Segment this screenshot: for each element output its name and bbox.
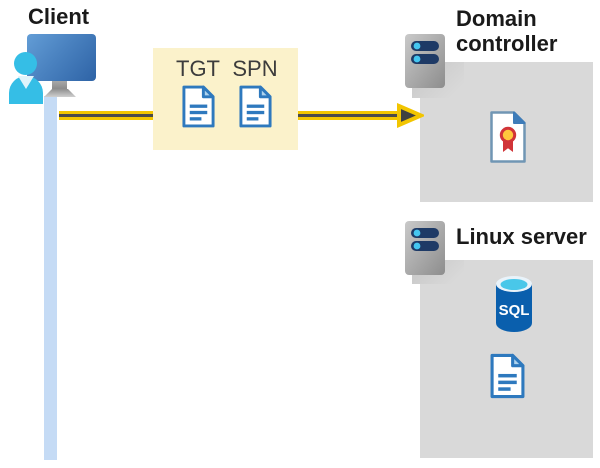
tgt-document-icon xyxy=(181,85,215,128)
spn-document-icon xyxy=(238,85,272,128)
monitor-stand-neck xyxy=(52,81,67,89)
monitor-icon xyxy=(27,34,96,81)
ticket-box xyxy=(153,48,298,150)
sql-icon-text: SQL xyxy=(499,302,530,319)
monitor-stand-base xyxy=(44,89,76,97)
domain-controller-label: Domain controller xyxy=(456,6,558,56)
client-connection-bar xyxy=(44,96,57,460)
sql-database-icon: SQL xyxy=(496,276,532,332)
person-icon xyxy=(14,52,37,75)
linux-server-icon xyxy=(405,221,445,275)
tgt-label: TGT xyxy=(176,56,220,81)
ticket-group-spn: SPN xyxy=(232,56,278,129)
linux-server-label: Linux server xyxy=(456,224,587,249)
ticket-group-tgt: TGT xyxy=(176,56,220,129)
domain-controller-server-icon xyxy=(405,34,445,88)
spn-label: SPN xyxy=(232,56,278,81)
certificate-icon xyxy=(490,111,526,163)
keytab-document-icon xyxy=(490,353,525,399)
client-label: Client xyxy=(28,4,90,29)
arrowhead-icon xyxy=(397,102,424,129)
